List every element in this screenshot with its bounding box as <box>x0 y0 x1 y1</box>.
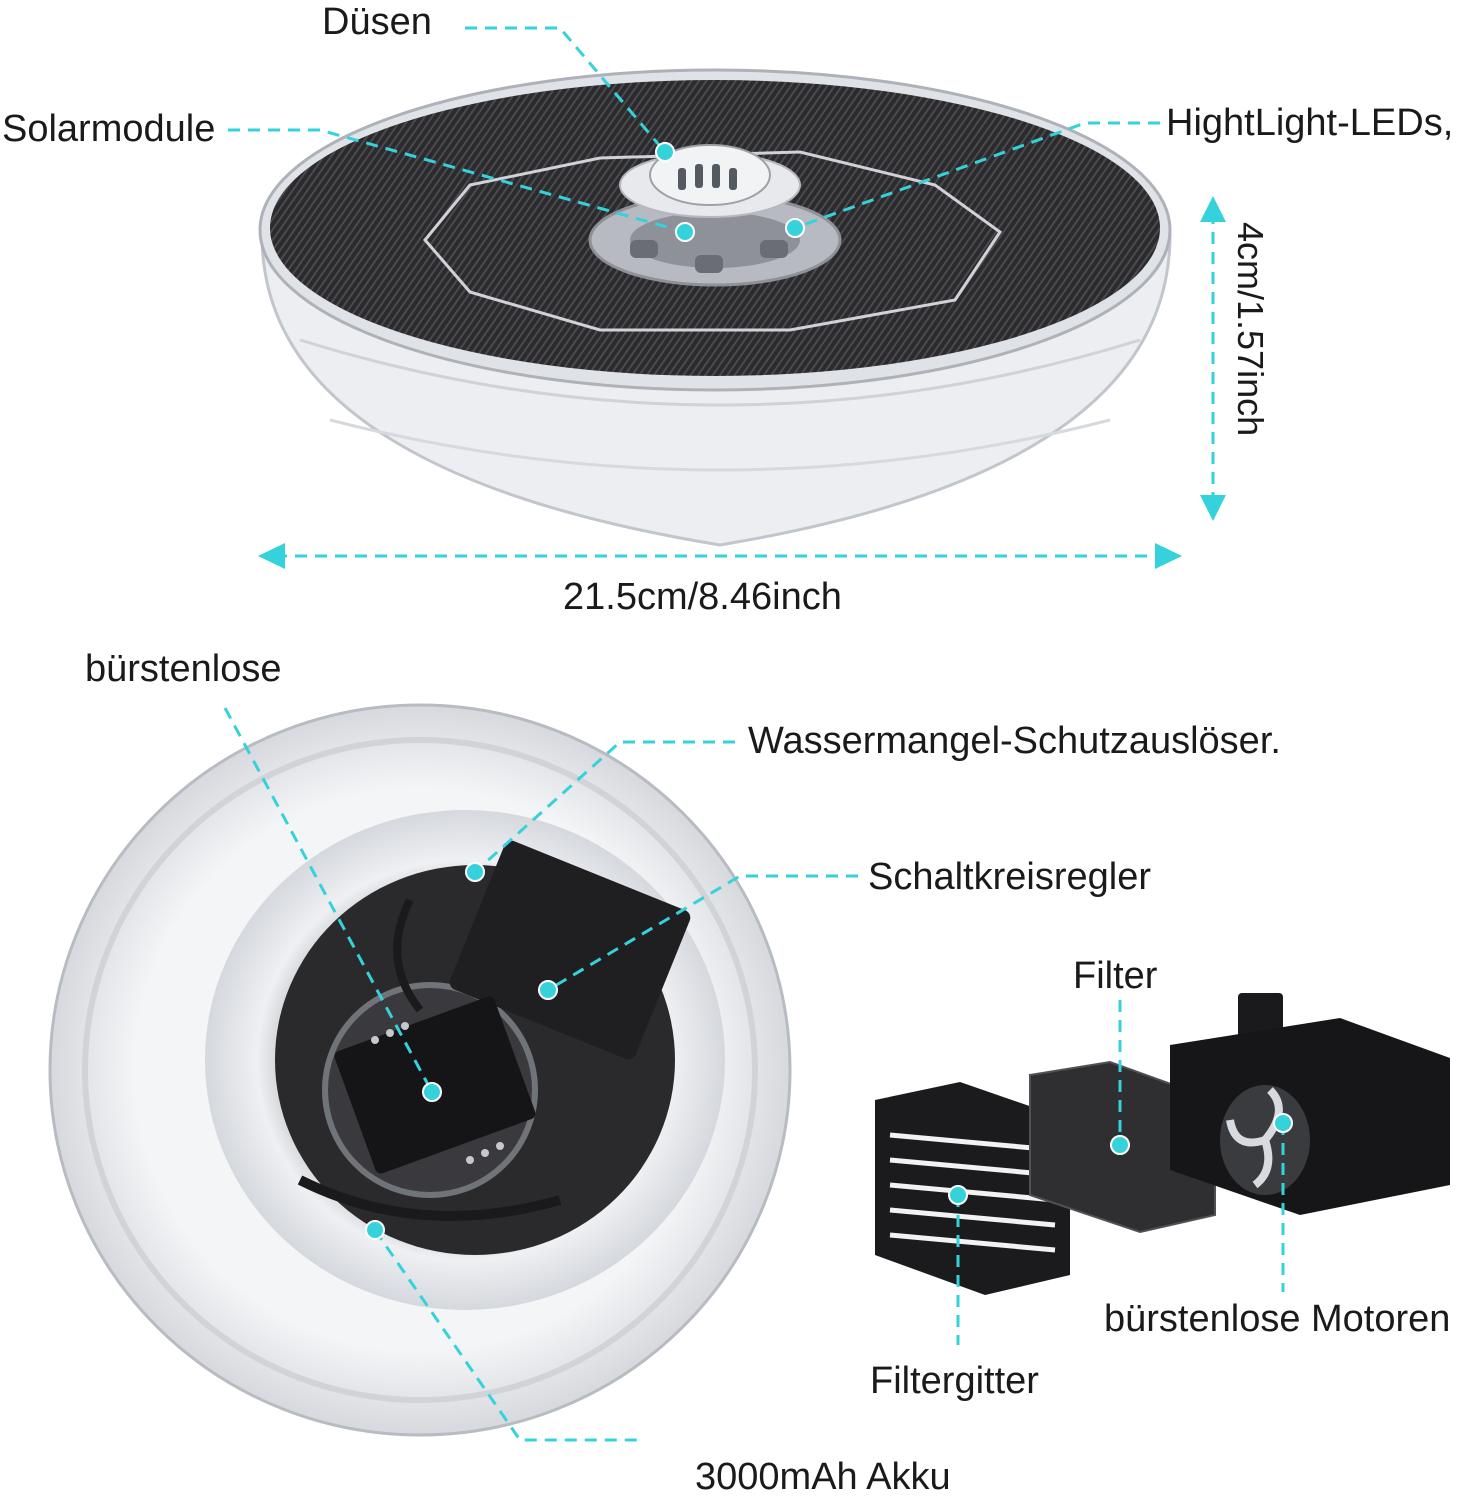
label-dry-run-protection: Wassermangel-Schutzauslöser. <box>748 720 1281 762</box>
nozzles <box>619 144 801 218</box>
label-filter-grid: Filtergitter <box>870 1360 1039 1402</box>
diameter-dimension-arrow <box>258 543 1182 569</box>
pump-motor <box>1170 993 1450 1215</box>
label-solar-modules: Solarmodule <box>2 108 216 150</box>
pump-parts-exploded <box>875 993 1450 1345</box>
label-battery: 3000mAh Akku <box>695 1456 951 1498</box>
label-height: 4cm/1.57inch <box>1230 222 1271 437</box>
filter-grid-cage <box>875 1082 1070 1295</box>
label-filter: Filter <box>1073 955 1158 997</box>
height-dimension-arrow <box>1200 196 1226 521</box>
fountain-underside-view <box>48 703 858 1442</box>
label-diameter: 21.5cm/8.46inch <box>563 576 842 618</box>
label-circuit-controller: Schaltkreisregler <box>868 856 1151 898</box>
label-leds: HightLight-LEDs, <box>1166 102 1454 144</box>
label-brushless: bürstenlose <box>85 648 282 690</box>
label-brushless-motors: bürstenlose Motoren <box>1104 1298 1451 1340</box>
label-nozzles: Düsen <box>322 1 432 43</box>
solar-fountain-top-view <box>228 26 1226 569</box>
circuit-controller <box>449 840 691 1060</box>
